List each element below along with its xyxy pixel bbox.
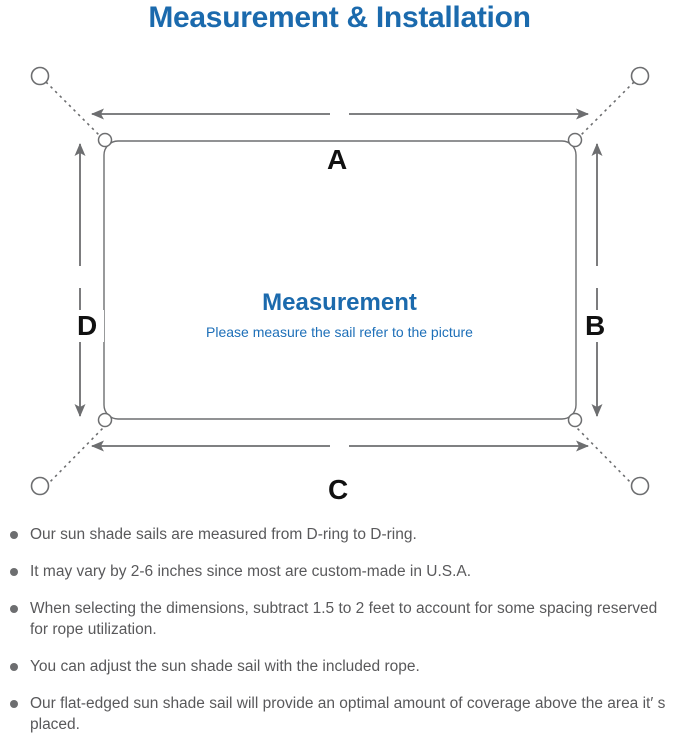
list-item-text: Our flat-edged sun shade sail will provi… — [30, 695, 666, 733]
list-item-text: Our sun shade sails are measured from D-… — [30, 526, 417, 543]
d-ring-bottom-right — [567, 412, 583, 428]
dimension-label-d: D — [70, 310, 105, 342]
anchor-bottom-right — [630, 476, 650, 496]
anchor-top-right — [630, 66, 650, 86]
anchor-top-left — [30, 66, 50, 86]
measurement-diagram: Measurement Please measure the sail refe… — [0, 48, 679, 518]
rope-bottom-right — [575, 426, 635, 487]
list-item: Our sun shade sails are measured from D-… — [0, 524, 679, 545]
rope-top-left — [45, 81, 105, 141]
list-item: You can adjust the sun shade sail with t… — [0, 656, 679, 677]
dimension-label-b: B — [578, 310, 613, 342]
list-item: When selecting the dimensions, subtract … — [0, 598, 679, 640]
anchor-points — [30, 66, 650, 496]
sail-shape — [103, 140, 577, 420]
rope-bottom-left — [45, 426, 105, 487]
d-ring-bottom-left — [97, 412, 113, 428]
bullet-icon — [10, 531, 18, 539]
bullet-icon — [10, 568, 18, 576]
notes-list: Our sun shade sails are measured from D-… — [0, 524, 679, 735]
bullet-icon — [10, 700, 18, 708]
dimension-arrows — [74, 108, 603, 452]
bullet-icon — [10, 663, 18, 671]
list-item: Our flat-edged sun shade sail will provi… — [0, 693, 679, 735]
bullet-icon — [10, 605, 18, 613]
rope-lines — [45, 81, 635, 487]
dimension-label-c: C — [321, 474, 356, 506]
anchor-bottom-left — [30, 476, 50, 496]
d-ring-top-left — [97, 132, 113, 148]
list-item: It may vary by 2-6 inches since most are… — [0, 561, 679, 582]
list-item-text: You can adjust the sun shade sail with t… — [30, 658, 420, 675]
page-title: Measurement & Installation — [148, 1, 531, 34]
d-rings — [97, 132, 583, 428]
d-ring-top-right — [567, 132, 583, 148]
rope-top-right — [575, 81, 635, 141]
list-item-text: When selecting the dimensions, subtract … — [30, 600, 658, 638]
list-item-text: It may vary by 2-6 inches since most are… — [30, 563, 472, 580]
dimension-label-a: A — [320, 144, 355, 176]
